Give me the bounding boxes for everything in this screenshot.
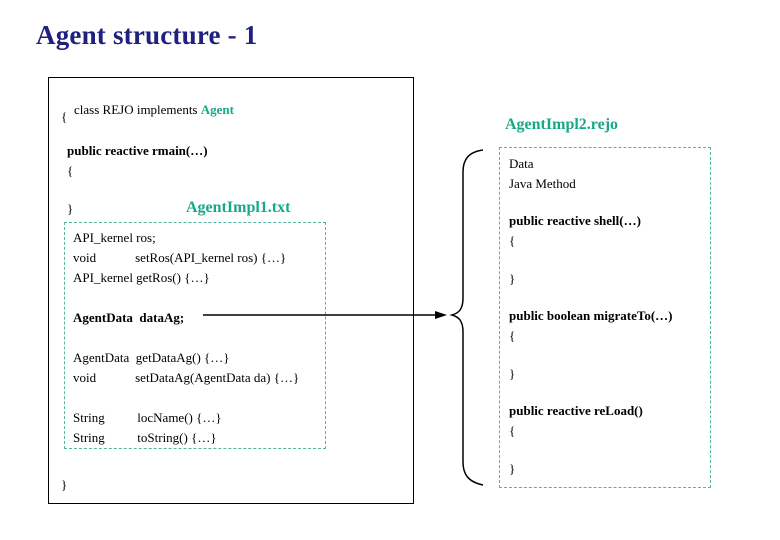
impl2-signature-reload: public reactive reLoad() xyxy=(509,403,643,418)
grouping-brace xyxy=(449,149,484,486)
impl2-shell-close-brace: } xyxy=(509,271,516,286)
impl2-reload-open-brace: { xyxy=(509,423,516,438)
agent-members-dashed-box: API_kernel ros; void setRos(API_kernel r… xyxy=(64,222,326,449)
impl2-signature-migrateto: public boolean migrateTo(…) xyxy=(509,308,673,323)
member-line: API_kernel getRos() {…} xyxy=(73,270,210,285)
impl2-signature-shell: public reactive shell(…) xyxy=(509,213,641,228)
member-line: AgentData getDataAg() {…} xyxy=(73,350,230,365)
class-close-brace: } xyxy=(61,477,68,492)
rmain-close-brace: } xyxy=(67,201,74,216)
impl2-line-javamethod: Java Method xyxy=(509,176,576,191)
class-definition-box: class REJO implements Agent { public rea… xyxy=(48,77,414,504)
page-title: Agent structure - 1 xyxy=(36,20,258,50)
member-line: void setDataAg(AgentData da) {…} xyxy=(73,370,300,385)
agent-impl2-dashed-box: Data Java Method public reactive shell(…… xyxy=(499,147,711,488)
member-line: String toString() {…} xyxy=(73,430,217,445)
impl2-line-data: Data xyxy=(509,156,534,171)
impl2-migrateto-close-brace: } xyxy=(509,366,516,381)
member-line: API_kernel ros; xyxy=(73,230,156,245)
member-line: void setRos(API_kernel ros) {…} xyxy=(73,250,287,265)
keyword-agent: Agent xyxy=(200,102,234,117)
rmain-open-brace: { xyxy=(67,163,74,178)
impl2-migrateto-open-brace: { xyxy=(509,328,516,343)
rmain-signature: public reactive rmain(…) xyxy=(67,143,208,158)
member-line-dataag: AgentData dataAg; xyxy=(73,310,185,325)
member-line: String locName() {…} xyxy=(73,410,222,425)
class-declaration: class REJO implements Agent xyxy=(61,90,234,129)
impl2-reload-close-brace: } xyxy=(509,461,516,476)
impl2-shell-open-brace: { xyxy=(509,233,516,248)
file-label-agentimpl2: AgentImpl2.rejo xyxy=(505,116,619,133)
class-declaration-prefix: class REJO implements xyxy=(74,102,201,117)
class-open-brace: { xyxy=(61,109,68,124)
file-label-agentimpl1: AgentImpl1.txt xyxy=(186,199,291,216)
